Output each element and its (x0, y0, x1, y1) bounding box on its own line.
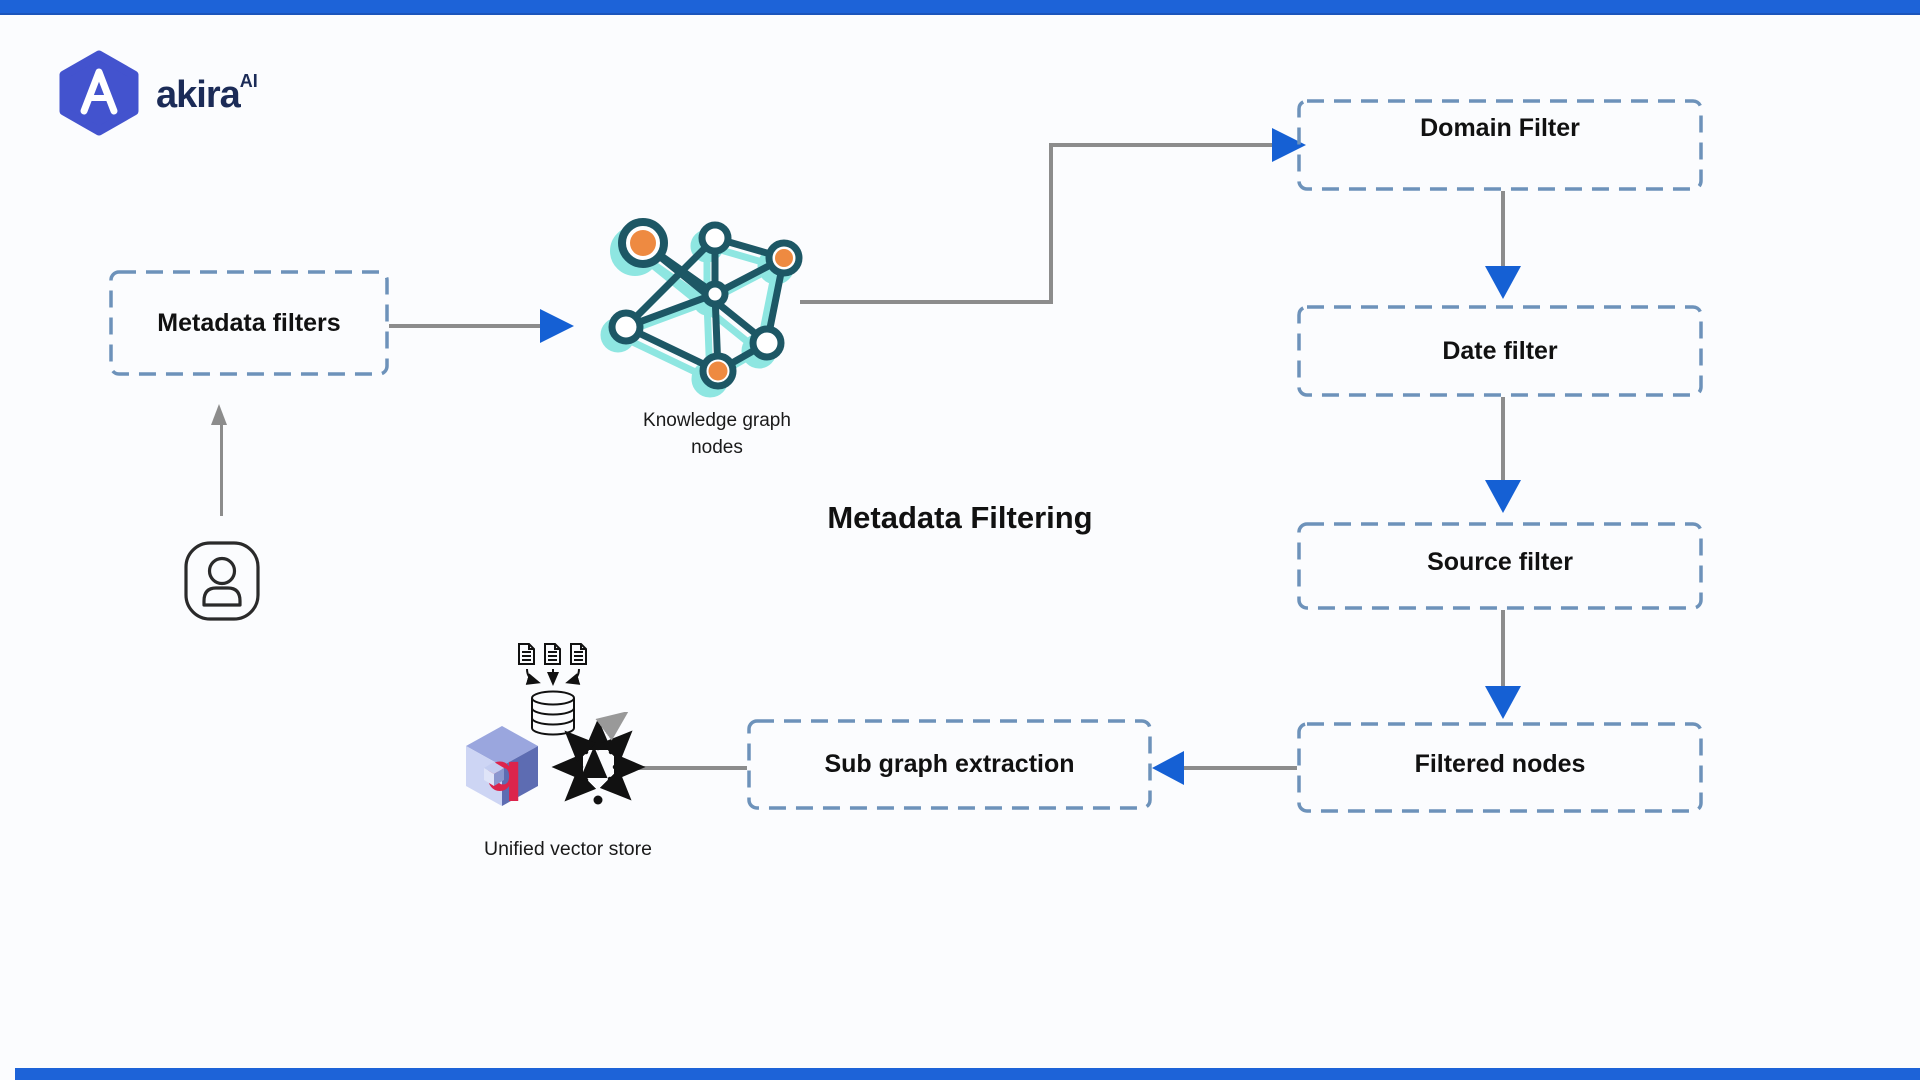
brand-suffix: AI (239, 71, 258, 91)
graph-to-domain-line-top (1049, 143, 1273, 147)
brand-name: akiraAI (156, 72, 258, 114)
metadata-filters-label: Metadata filters (157, 308, 341, 337)
filtered-to-subgraph-line (1184, 766, 1297, 770)
top-accent-bar (0, 0, 1920, 15)
date-filter-box: Date filter (1297, 305, 1703, 397)
metadata-to-graph-arrowhead (540, 309, 574, 343)
date-filter-label: Date filter (1442, 336, 1558, 365)
source-to-filtered-arrowhead (1485, 686, 1521, 719)
brand-text: akira (156, 74, 241, 116)
date-to-source-arrowhead (1485, 480, 1521, 513)
metadata-to-graph-line (389, 324, 540, 328)
source-filter-label: Source filter (1427, 548, 1573, 576)
domain-filter-label: Domain Filter (1420, 114, 1580, 142)
unified-vector-store-caption: Unified vector store (484, 838, 652, 860)
domain-filter-box: Domain Filter (1297, 99, 1703, 191)
date-to-source-line (1501, 397, 1505, 481)
metadata-filters-box: Metadata filters (109, 270, 389, 376)
akira-hexagon-logo-icon (59, 50, 139, 136)
documents-database-icon (518, 643, 587, 736)
domain-to-date-line (1501, 191, 1505, 267)
akira-logo: akiraAI (58, 50, 258, 136)
vector-scatter-icon (551, 712, 646, 805)
source-to-filtered-line (1501, 610, 1505, 687)
graph-to-domain-line-bottom (800, 300, 1052, 304)
user-to-metadata-arrowhead (211, 404, 227, 425)
sub-graph-extraction-box: Sub graph extraction (747, 719, 1152, 810)
domain-to-date-arrowhead (1485, 266, 1521, 299)
filtered-nodes-label: Filtered nodes (1414, 750, 1586, 778)
graph-to-domain-line-vertical (1049, 143, 1053, 304)
diagram-title: Metadata Filtering (827, 500, 1093, 535)
knowledge-graph-caption: Knowledge graph nodes (643, 410, 791, 458)
subgraph-to-store-line (638, 766, 747, 770)
user-to-metadata-line (220, 424, 223, 516)
filtered-nodes-box: Filtered nodes (1297, 722, 1703, 813)
knowledge-graph-icon (600, 218, 803, 398)
bottom-accent-bar (15, 1068, 1920, 1080)
qdrant-cube-icon: q (466, 726, 538, 806)
sub-graph-extraction-label: Sub graph extraction (824, 750, 1075, 779)
filtered-to-subgraph-arrowhead (1152, 751, 1184, 785)
source-filter-box: Source filter (1297, 522, 1703, 610)
user-icon (184, 541, 260, 621)
